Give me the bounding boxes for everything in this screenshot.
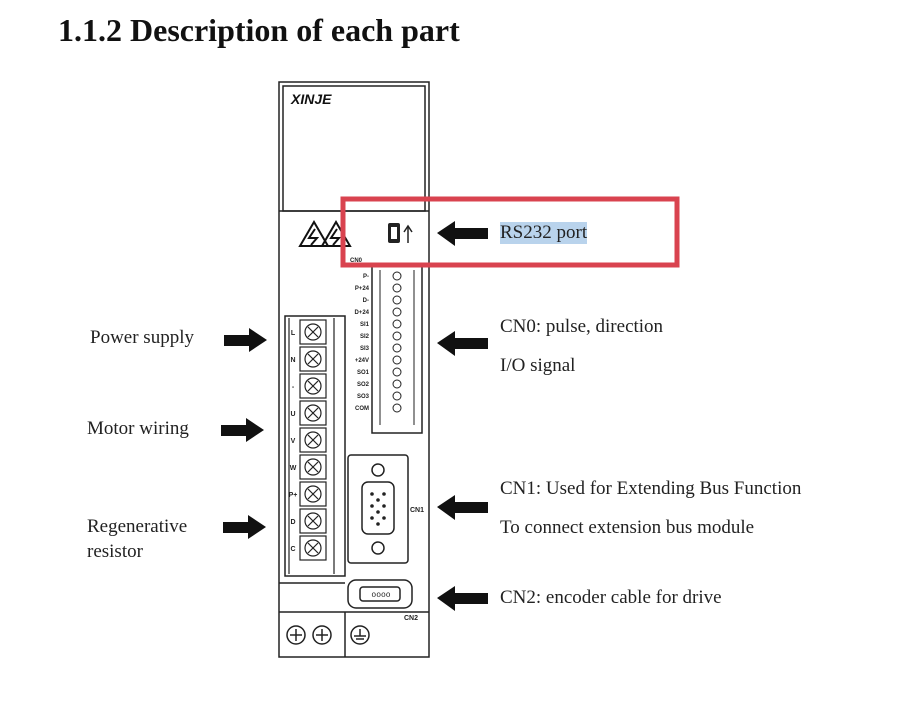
rs232-port-label: RS232 port (500, 222, 588, 244)
regenerative-label-line2: resistor (87, 541, 143, 562)
cn1-label: CN1 (410, 507, 424, 514)
terminal-label: P+ (289, 492, 298, 499)
cn0-pin-label: SI2 (360, 334, 370, 340)
terminal-label: V (291, 438, 296, 445)
cn0-pin-label: SO2 (357, 382, 370, 388)
cn2-description: CN2: encoder cable for drive (500, 587, 722, 608)
svg-text:oooo: oooo (371, 591, 390, 600)
arrow-right-icon (223, 515, 266, 539)
arrow-left-icon (437, 586, 488, 611)
brand-logo: XINJE (290, 91, 332, 107)
cn0-pin-label: D+24 (354, 310, 369, 316)
motor-wiring-label: Motor wiring (87, 418, 189, 439)
highlight-box (340, 196, 680, 268)
page-title: 1.1.2 Description of each part (58, 12, 460, 48)
regenerative-label-line1: Regenerative (87, 516, 188, 537)
cn0-label-line1: CN0: pulse, direction (500, 316, 664, 337)
cn0-pin-label: P- (363, 274, 369, 280)
arrow-left-icon (437, 495, 488, 520)
cn0-header: CN0 (350, 258, 363, 264)
terminal-block-outline (284, 315, 346, 577)
cn2-label: CN2 (404, 615, 418, 622)
terminal-label: - (292, 384, 295, 391)
cn2-connector (347, 579, 413, 609)
cn1-label-line2: To connect extension bus module (500, 517, 755, 538)
terminal-label: L (291, 330, 296, 337)
arrow-left-icon (437, 221, 488, 246)
terminal-label: C (290, 546, 295, 553)
cn0-pin-label: P+24 (355, 286, 370, 292)
cn0-pin-label: COM (355, 406, 369, 412)
arrow-right-icon (224, 328, 267, 352)
ground-icon (350, 625, 370, 645)
cn0-label-line2: I/O signal (500, 355, 576, 376)
terminal-label: N (290, 357, 295, 364)
cn0-pin-label: SI1 (360, 322, 370, 328)
drive-body-outline (278, 81, 430, 658)
cn1-connector (347, 454, 409, 564)
cn0-pin-label: SI3 (360, 346, 370, 352)
power-supply-label: Power supply (90, 327, 194, 348)
high-voltage-warning-icon (298, 220, 330, 247)
cn1-label-line1: CN1: Used for Extending Bus Function (500, 478, 802, 499)
cn0-pin-label: +24V (355, 358, 369, 364)
cn0-pin-label: D- (363, 298, 369, 304)
arrow-right-icon (221, 418, 264, 442)
cn0-pin-label: SO3 (357, 394, 370, 400)
cn0-pin-label: SO1 (357, 370, 370, 376)
terminal-label: W (290, 465, 297, 472)
arrow-left-icon (437, 331, 488, 356)
usb-icon (388, 223, 413, 243)
terminal-label: U (290, 411, 295, 418)
terminal-label: D (290, 519, 295, 526)
